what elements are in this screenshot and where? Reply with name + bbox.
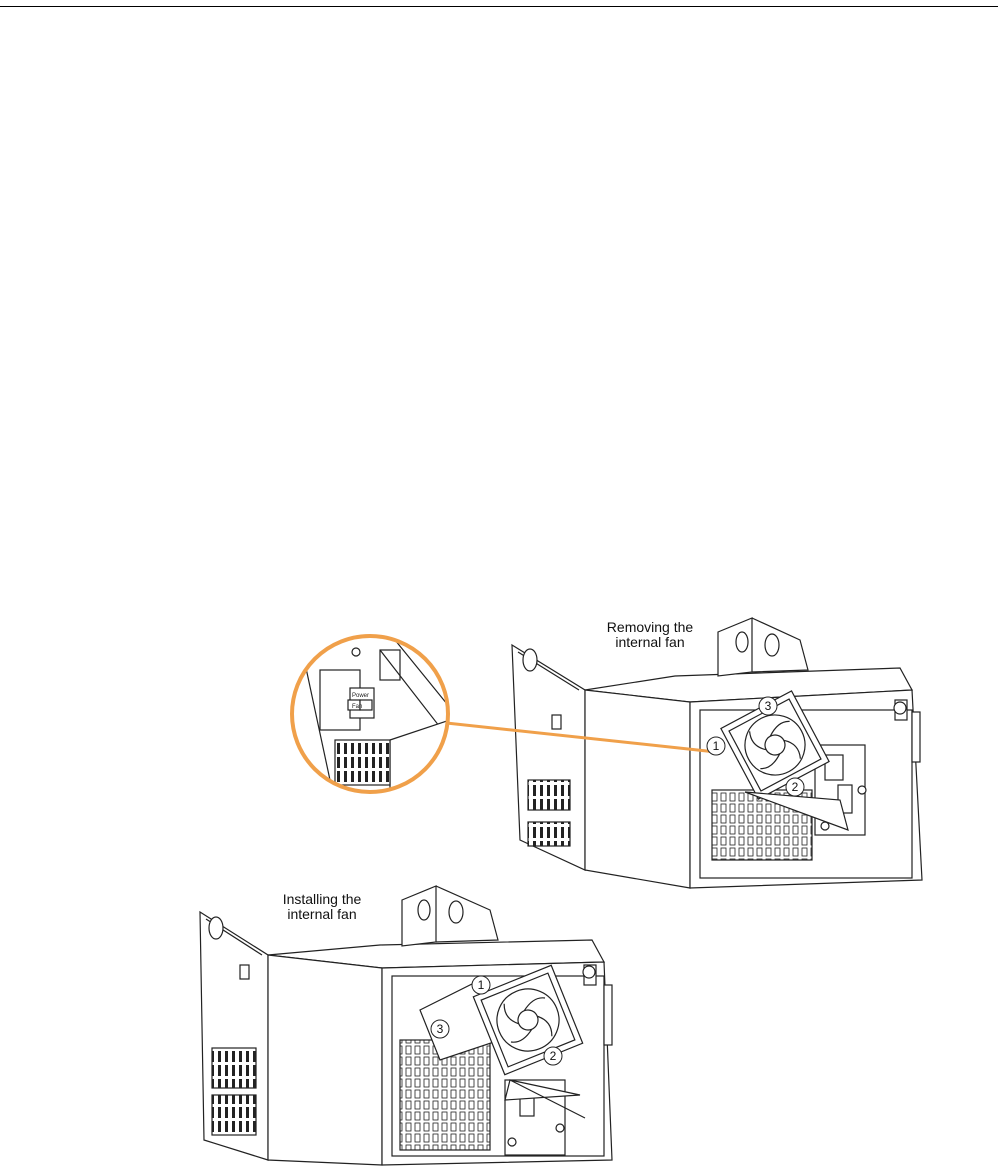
caption-removing-line-1: Removing the — [606, 619, 694, 635]
zoom-power-label: Power — [352, 693, 369, 699]
caption-removing: Removing the internal fan — [580, 620, 720, 650]
caption-removing-line-2: internal fan — [615, 634, 685, 650]
caption-installing-line-1: Installing the — [282, 891, 362, 907]
callout-removing-1: 1 — [713, 739, 720, 753]
caption-installing: Installing the internal fan — [252, 892, 392, 922]
callouts-installing: 1 2 3 — [430, 975, 563, 1066]
callouts-removing: 1 2 3 — [706, 696, 805, 797]
callout-removing-3: 3 — [765, 699, 772, 713]
zoom-ring — [290, 634, 450, 794]
callout-installing-1: 1 — [478, 978, 485, 992]
callout-removing-2: 2 — [792, 780, 799, 794]
device-installing — [199, 885, 613, 1166]
zoom-detail: Power Fan — [290, 634, 450, 794]
callout-installing-2: 2 — [550, 1049, 557, 1063]
callout-installing-3: 3 — [437, 1022, 444, 1036]
caption-installing-line-2: internal fan — [287, 906, 357, 922]
zoom-fan-label: Fan — [352, 704, 362, 710]
zoom-connector-line — [399, 716, 717, 754]
device-removing — [511, 617, 923, 889]
header-rule — [0, 6, 998, 7]
